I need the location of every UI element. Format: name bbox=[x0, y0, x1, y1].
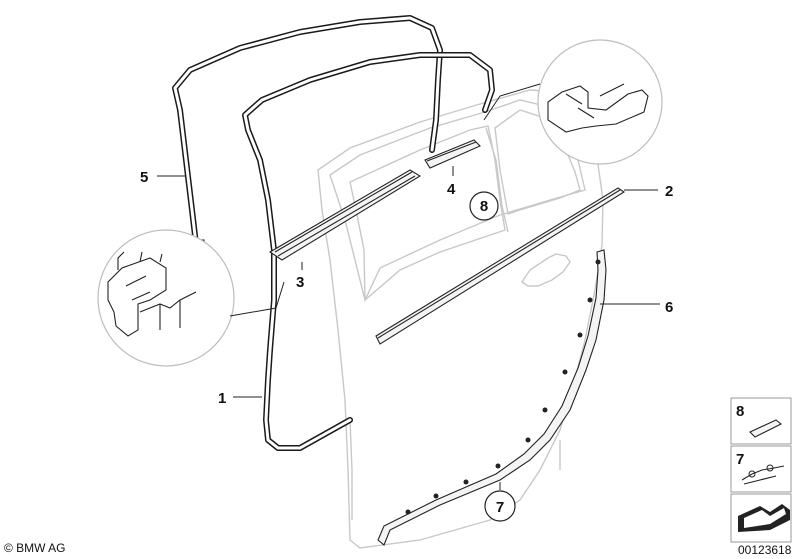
callout-8: 8 bbox=[480, 198, 488, 215]
callout-7: 7 bbox=[496, 499, 504, 516]
callout-2: 2 bbox=[665, 183, 673, 200]
parts-legend: 8 7 bbox=[730, 397, 792, 543]
door-outline bbox=[317, 89, 604, 549]
copyright-text: © BMW AG bbox=[4, 541, 66, 555]
callout-4: 4 bbox=[447, 181, 456, 198]
legend-number-7: 7 bbox=[736, 451, 744, 468]
callout-5: 5 bbox=[140, 169, 148, 186]
callout-6: 6 bbox=[665, 299, 673, 316]
fastener-strip-icon bbox=[741, 464, 785, 485]
part-6-lower-trim bbox=[377, 249, 607, 546]
callout-1: 1 bbox=[218, 390, 226, 407]
callout-7-circle: 7 bbox=[484, 490, 516, 522]
callout-8-circle: 8 bbox=[469, 191, 499, 221]
image-number: 00123618 bbox=[738, 543, 792, 557]
part-3-window-strip bbox=[268, 169, 422, 261]
legend-number-8: 8 bbox=[736, 403, 744, 420]
detail-view-right bbox=[483, 39, 663, 165]
arrow-icon bbox=[738, 504, 790, 532]
callout-3: 3 bbox=[296, 274, 304, 291]
molding-clip-icon bbox=[749, 419, 783, 438]
part-2-belt-molding bbox=[375, 187, 626, 345]
part-5-frame-seal bbox=[172, 15, 443, 251]
detail-view-left bbox=[97, 229, 285, 367]
part-1-door-seal bbox=[242, 52, 495, 451]
leader-lines bbox=[157, 166, 660, 490]
part-4-small-strip bbox=[424, 139, 481, 169]
